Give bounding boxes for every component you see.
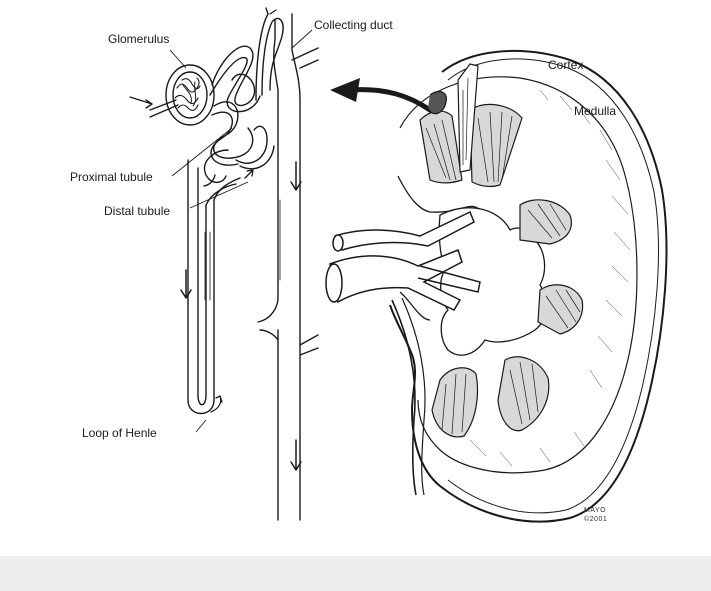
credit-year: ©2001 (584, 516, 607, 524)
label-distal-tubule: Distal tubule (104, 204, 170, 218)
label-proximal-tubule: Proximal tubule (70, 170, 153, 184)
label-cortex: Cortex (548, 58, 583, 72)
label-loop-of-henle: Loop of Henle (82, 426, 157, 440)
distal-tubule-drawing (204, 8, 283, 186)
label-glomerulus: Glomerulus (108, 32, 169, 46)
label-collecting-duct: Collecting duct (314, 18, 393, 32)
magnify-arrow (330, 78, 430, 110)
credit-mayo: MAYO (584, 507, 606, 515)
proximal-tubule-drawing (210, 46, 274, 169)
collecting-duct-drawing (258, 14, 318, 520)
label-medulla: Medulla (574, 104, 616, 118)
footer-band (0, 556, 711, 591)
nephron-drawing (130, 8, 318, 520)
glomerulus-drawing (130, 65, 214, 125)
loop-of-henle-drawing (181, 160, 240, 414)
